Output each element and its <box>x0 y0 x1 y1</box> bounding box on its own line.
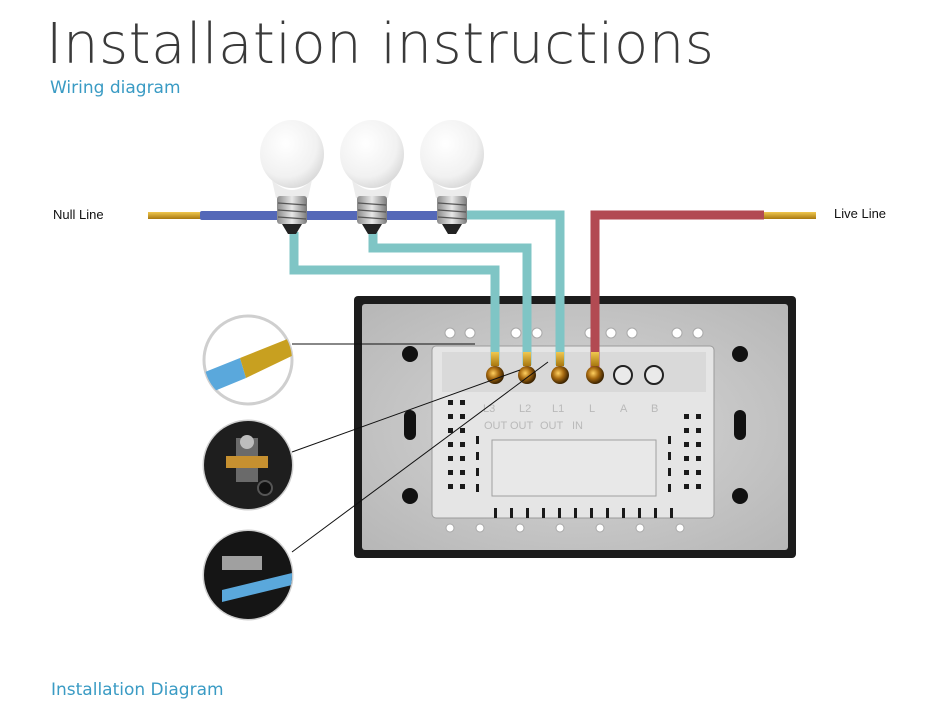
terminal-group-label: OUT <box>510 420 534 432</box>
live-line-wire <box>590 210 816 378</box>
wire-insert-icon <box>202 529 294 621</box>
switch-panel <box>354 296 796 558</box>
light-bulb-icon <box>340 120 404 234</box>
wire-end-icon <box>202 314 294 406</box>
section-subtitle: Wiring diagram <box>50 78 181 98</box>
page-title: Installation instructions <box>46 12 715 77</box>
terminal-label: B <box>651 403 658 415</box>
terminal-label: L3 <box>483 403 495 415</box>
terminal-label: A <box>620 403 628 415</box>
terminal-labels: L3 L2 L1 L A B OUT OUT OUT IN <box>483 403 658 432</box>
terminal-group-label: IN <box>572 420 583 432</box>
load-wires <box>289 210 565 365</box>
null-line-wire <box>148 211 468 220</box>
terminal-label: L1 <box>552 403 564 415</box>
terminal-label: L2 <box>519 403 531 415</box>
terminal-group-label: OUT <box>484 420 508 432</box>
live-line-label: Live Line <box>834 206 887 221</box>
callout-lines <box>291 343 549 553</box>
light-bulb-icon <box>260 120 324 234</box>
terminal-group-label: OUT <box>540 420 564 432</box>
light-bulb-icon <box>420 120 484 234</box>
installation-diagram-heading: Installation Diagram <box>51 680 224 700</box>
terminal-label: L <box>589 403 595 415</box>
terminal-screws <box>486 365 664 385</box>
screw-terminal-icon <box>202 419 294 511</box>
null-line-label: Null Line <box>53 207 104 222</box>
